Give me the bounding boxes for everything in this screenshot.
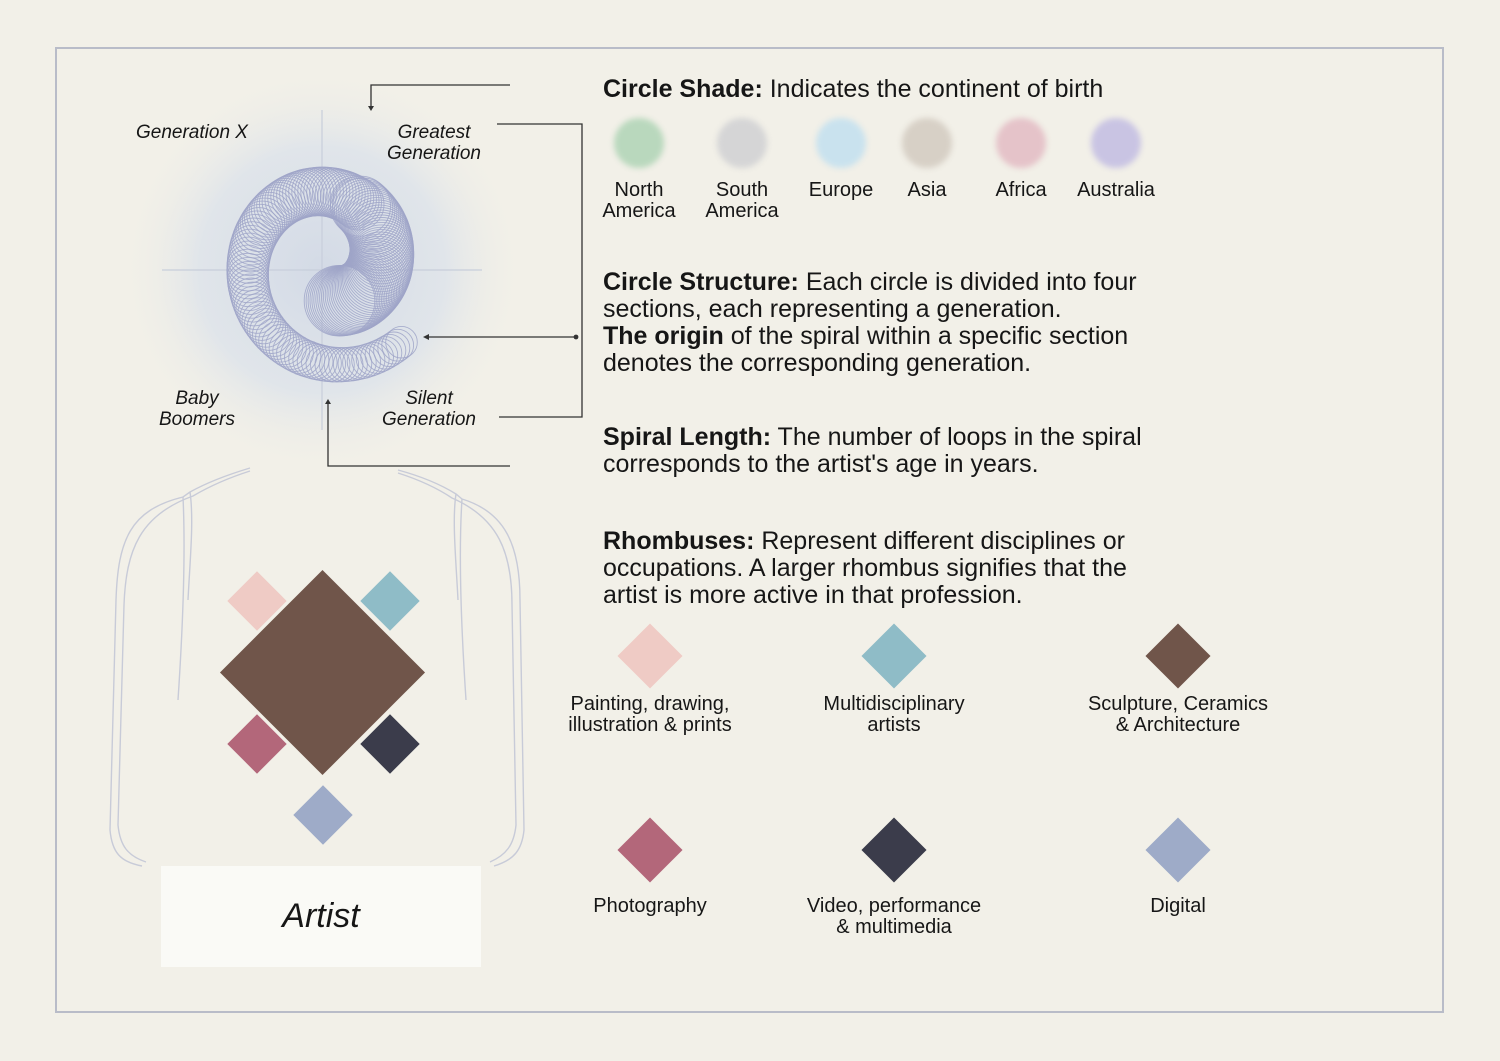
spiral-loop [322,261,393,331]
connector-silent [327,402,510,467]
spiral-loop [235,289,276,331]
spiral-loop [326,259,396,329]
spiral-loop [253,184,301,231]
label-greatest-generation: Greatest Generation [386,122,481,164]
spiral-loop [335,252,403,321]
spiral-loop [241,300,282,341]
rhombus-sculpture [219,569,426,776]
artist-silhouette [109,467,525,867]
spiral-length-heading: Spiral Length: [603,423,772,451]
spiral-loop [246,308,287,348]
legend-frame [55,47,1444,1013]
spiral-loop [261,324,301,363]
rhombus-video [360,714,420,774]
connector-greatest [370,84,510,108]
circle-shade-heading: Circle Shade: [603,75,763,103]
continent-europe: Europe [808,179,874,201]
spiral-loop [385,325,418,359]
spiral-loop [335,181,398,243]
shade-dot-north-america [614,118,664,168]
shade-dot-south-america [717,118,767,168]
spiral-loop [239,200,286,246]
origin-text: of the spiral within a specific section … [603,322,1129,377]
rhombus-painting [227,571,287,631]
continent-south-america: South America [705,179,779,222]
spiral-loop [345,197,409,261]
rhombuses-text: Represent different disciplines or occup… [603,527,1127,609]
continent-north-america: North America [602,179,676,222]
origin-heading: The origin [603,322,724,350]
discipline-digital: Digital [1150,895,1206,917]
connector-lines [327,84,583,467]
discipline-painting: Painting, drawing, illustration & prints [568,693,732,736]
discipline-photography: Photography [593,895,707,917]
spiral-loop [351,343,386,378]
spiral-loop [333,254,402,323]
spiral-loop [368,336,403,370]
connector-bracket [497,123,583,418]
spiral-loop [246,191,293,238]
circle-shade-text: Indicates the continent of birth [762,75,1104,103]
spiral-loop [364,338,399,372]
spiral-loop [276,334,314,372]
rhombus-digital [293,785,353,845]
shade-dot-africa [996,118,1046,168]
spiral-loop [256,182,303,229]
arrow-heads [325,106,579,404]
spiral-loop [264,176,312,224]
shade-dot-asia [902,118,952,168]
spiral-loop [339,185,402,248]
rhombuses-heading: Rhombuses: [603,527,755,555]
discipline-sculpture: Sculpture, Ceramics & Architecture [1087,693,1269,736]
discipline-multidisciplinary: Multidisciplinary artists [823,693,965,736]
continent-asia: Asia [907,179,947,201]
spiral-loop [373,333,407,368]
spiral-loop [314,346,351,383]
continent-africa: Africa [995,179,1047,201]
spiral-loop [232,281,274,323]
continent-australia: Australia [1077,179,1155,201]
artist-rhombuses [219,569,426,845]
rhombuses-description: Rhombuses: Represent different disciplin… [603,528,1163,609]
spiral-loop [252,314,292,354]
spiral-loop [236,207,282,253]
circle-structure-text: Each circle is divided into four section… [603,268,1137,323]
label-baby-boomers: Baby Boomers [158,388,236,430]
spiral-length-description: Spiral Length: The number of loops in th… [603,424,1163,478]
spiral-loop [272,331,311,370]
circle-shade-description: Circle Shade: Indicates the continent of… [603,76,1223,103]
spiral-loop [226,248,270,292]
spiral-loop [233,213,278,259]
spiral-loop [381,328,415,362]
discipline-video: Video, performance & multimedia [806,895,982,938]
circle-structure-heading: Circle Structure: [603,268,799,296]
shade-dot-australia [1091,118,1141,168]
spiral-loop [346,199,410,263]
spiral-loop [241,197,288,244]
label-generation-x: Generation X [136,122,248,143]
label-silent-generation: Silent Generation [381,388,476,430]
artist-label: Artist [161,866,481,967]
spiral-loop [319,346,355,383]
spiral [226,166,418,383]
spiral-loop [323,347,360,383]
spiral-loop [332,178,385,231]
spiral-loop [327,175,380,227]
spiral-loop [265,326,304,366]
rhombus-photography [227,714,287,774]
spiral-length-text: The number of loops in the spiral corres… [603,423,1142,478]
circle-structure-description: Circle Structure: Each circle is divided… [603,269,1173,377]
spiral-loop [324,260,394,330]
rhombus-multidisciplinary [360,571,420,631]
spiral-loop [377,331,411,365]
shade-dot-europe [816,118,866,168]
